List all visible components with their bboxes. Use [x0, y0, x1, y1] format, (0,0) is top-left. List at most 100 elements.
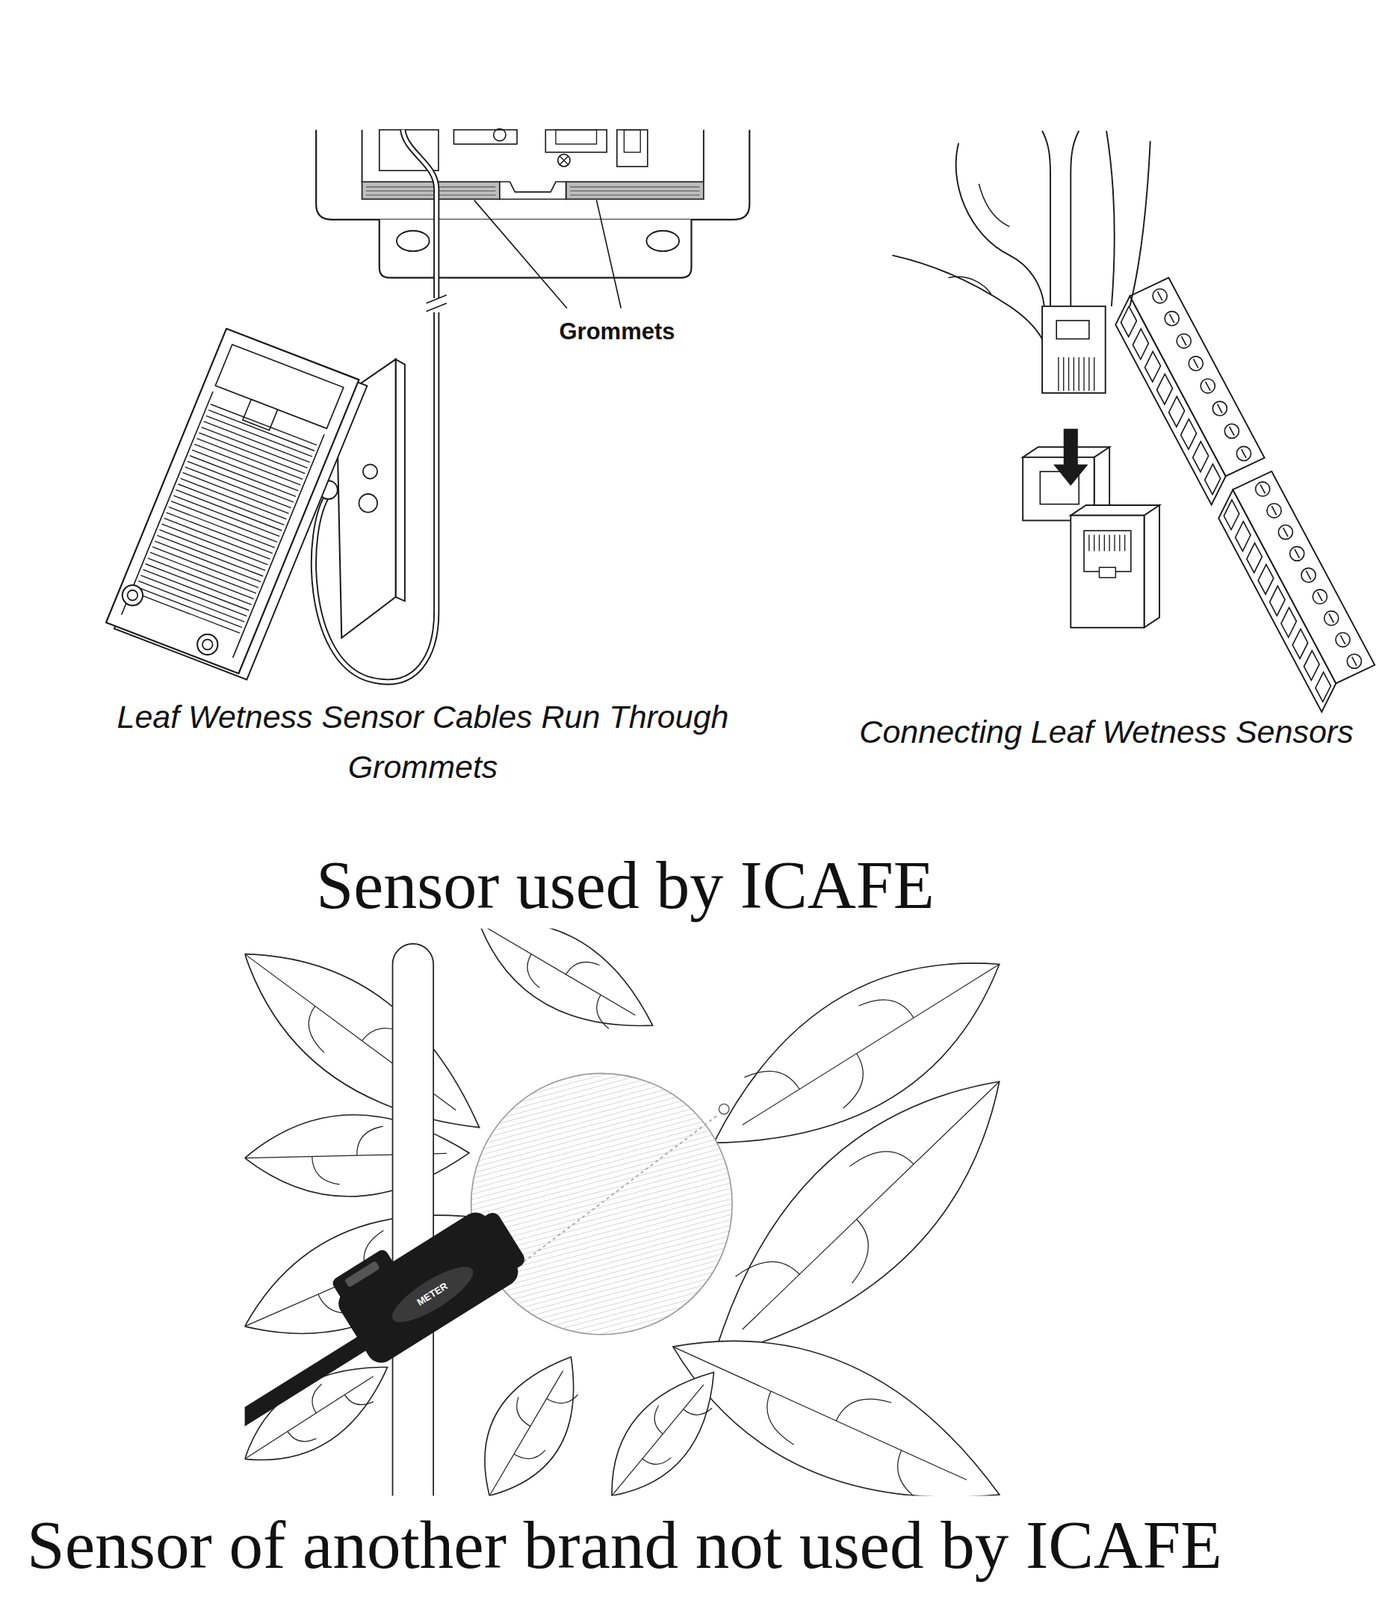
- rj-jack-part: [1113, 534, 1115, 552]
- brand-marking: METER: [415, 1279, 451, 1308]
- sensor-grid-line: [156, 534, 263, 576]
- logger-housing-part: [362, 129, 704, 183]
- sensor-bracket-part: [358, 493, 378, 513]
- leaf-part: [357, 1125, 384, 1155]
- terminal-strip-part: [1132, 328, 1149, 360]
- hand-with-plug-part: [1042, 306, 1106, 393]
- rj-jack-part: [1124, 534, 1126, 552]
- leaf-part: [287, 1430, 317, 1441]
- terminal-strip-part: [1205, 381, 1211, 391]
- sensor-grid-line: [203, 421, 311, 463]
- terminal-strip-part: [1267, 503, 1282, 518]
- grommet-part: [366, 194, 496, 195]
- figure-caption: Connecting Leaf Wetness Sensors: [859, 712, 1353, 752]
- sensor-grid-line: [133, 592, 240, 634]
- logger-housing-part: [499, 181, 567, 199]
- terminal-strip-part: [1315, 671, 1331, 702]
- logger-housing-part: [316, 129, 750, 220]
- leaf-part: [767, 1391, 795, 1445]
- hand-with-plug-part: [1042, 130, 1079, 309]
- leaf-part: [714, 1080, 1000, 1357]
- terminal-strip-part: [1255, 481, 1270, 497]
- rj-jack-part: [1098, 534, 1100, 552]
- terminal-strip-part: [1204, 463, 1221, 495]
- terminal-strip-part: [1271, 505, 1276, 515]
- hand-with-plug-part: [1063, 357, 1064, 391]
- terminal-strip-part: [1176, 333, 1191, 349]
- terminal-strip-part: [1157, 291, 1162, 301]
- terminal-strip-part: [1181, 419, 1197, 450]
- hand-with-plug-part: [1078, 357, 1080, 391]
- grommet-part: [570, 186, 700, 188]
- leaf: [245, 953, 480, 1128]
- rj-jack: [1022, 446, 1160, 628]
- rj-jack-part: [1119, 534, 1120, 552]
- terminal-strip-part: [1120, 306, 1137, 337]
- terminal-strip-part: [1200, 378, 1215, 393]
- part-label: Grommets: [558, 317, 675, 346]
- leaf-part: [673, 1340, 1000, 1495]
- terminal-strip-part: [1301, 567, 1316, 582]
- leader-line: [474, 200, 622, 309]
- sensor-grid-line: [145, 563, 252, 605]
- circuit-parts-part: [559, 156, 568, 165]
- sensor-grid-line: [185, 466, 292, 508]
- leaf-part: [843, 1053, 864, 1108]
- rj-jack-part: [1088, 534, 1090, 552]
- grommet: [362, 181, 704, 199]
- leaf: [479, 927, 653, 1028]
- hand-with-plug-part: [1093, 357, 1095, 391]
- sensor-grid-line: [164, 517, 271, 559]
- leaf-part: [489, 1370, 563, 1495]
- leaf-part: [245, 953, 480, 1128]
- terminal-strip-part: [1217, 404, 1223, 414]
- circuit-parts-part: [555, 129, 597, 145]
- leaf-part: [683, 1407, 712, 1415]
- leaf-wetness-sensor-part: [233, 434, 325, 658]
- grommet-part: [366, 186, 496, 188]
- hand-with-plug-part: [956, 142, 1045, 306]
- leaf-part: [513, 1449, 546, 1458]
- sensor-cable-part: [402, 129, 437, 299]
- circuit-parts-part: [558, 153, 571, 166]
- terminal-strip-part: [1260, 484, 1265, 494]
- hand-with-plug: [891, 130, 1150, 393]
- rj-jack-part: [1070, 515, 1144, 628]
- sensor-grid-line: [180, 478, 287, 520]
- leaf-wetness-sensor-part: [197, 634, 218, 655]
- figure-caption: Sensor of another brand not used by ICAF…: [26, 1503, 1223, 1586]
- sensor-cable-part: [426, 295, 447, 312]
- figure-caption: Leaf Wetness Sensor Cables Run Through G…: [86, 691, 760, 792]
- terminal-strip-part: [1303, 650, 1320, 681]
- terminal-strip-part: [1193, 358, 1198, 368]
- sensor-connector-part: [344, 1260, 381, 1288]
- sensor-grid-line: [150, 552, 257, 594]
- logger-housing-part: [646, 230, 680, 252]
- terminal-strip-part: [1290, 546, 1305, 561]
- logger-housing-part: [379, 219, 692, 278]
- sensor-grid-line: [152, 546, 259, 588]
- rj-jack-part: [1099, 567, 1117, 578]
- terminal-strip-part: [1352, 656, 1357, 666]
- terminal-strip-part: [1340, 634, 1345, 644]
- leaf: [611, 1371, 715, 1495]
- leaf-part: [611, 1371, 715, 1495]
- terminal-strip-part: [1169, 313, 1174, 323]
- sensor-grid-line: [189, 455, 296, 497]
- leaf-part: [245, 1114, 470, 1197]
- sensor-cable-part: [402, 129, 437, 299]
- terminal-strip-part: [1229, 426, 1235, 436]
- leaf-part: [673, 1346, 967, 1480]
- leaf-part: [852, 1219, 869, 1283]
- leaf-part: [484, 1356, 574, 1496]
- terminal-strip-part: [1241, 448, 1247, 458]
- sensor-grid-line: [201, 427, 308, 469]
- terminal-strip-part: [1258, 564, 1274, 594]
- terminal-strip-part: [1224, 423, 1239, 438]
- circuit-parts: [379, 128, 648, 171]
- hand-with-plug-part: [1088, 357, 1090, 391]
- figure-caption: Sensor used by ICAFE: [316, 844, 935, 926]
- terminal-strip-part: [1292, 629, 1308, 659]
- grommet-part: [362, 181, 500, 199]
